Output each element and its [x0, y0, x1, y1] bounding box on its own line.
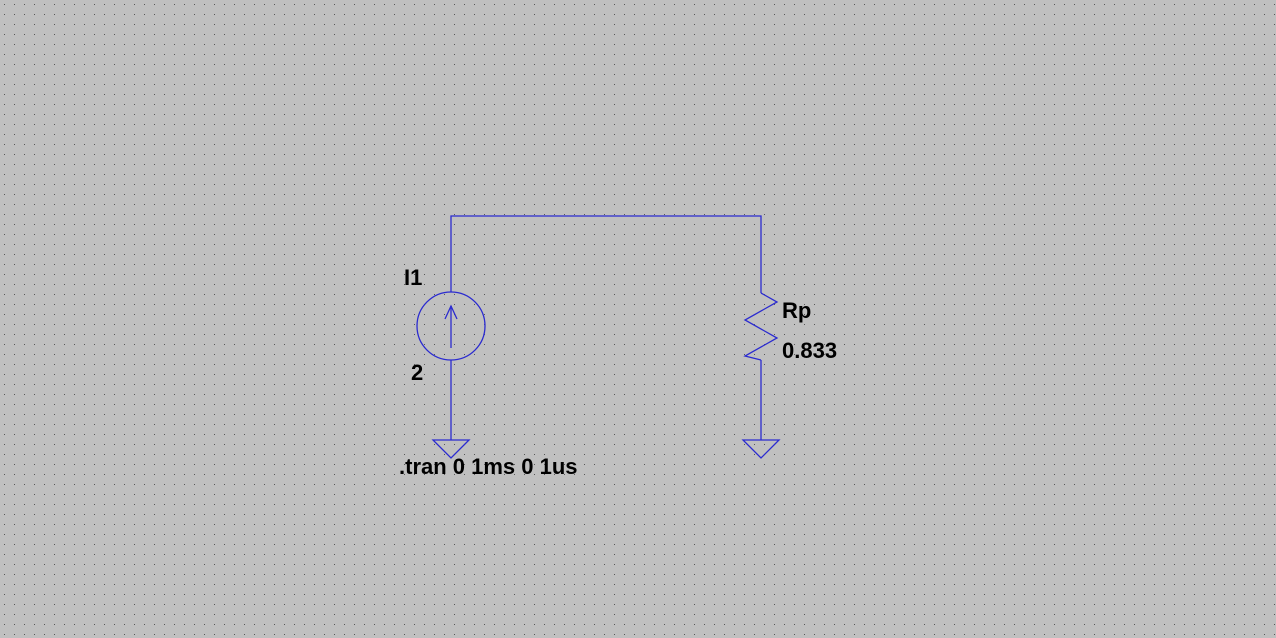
wire-top[interactable]	[450, 215, 762, 293]
spice-directive[interactable]: .tran 0 1ms 0 1us	[399, 454, 578, 479]
ground-icon[interactable]	[431, 439, 471, 459]
resistor-name[interactable]: Rp	[782, 298, 811, 323]
resistor-icon[interactable]	[743, 292, 779, 361]
current-source-icon[interactable]	[416, 291, 486, 361]
ground-icon[interactable]	[741, 439, 781, 459]
current-source-value[interactable]: 2	[411, 360, 423, 385]
current-source-name[interactable]: I1	[404, 265, 422, 290]
resistor-value[interactable]: 0.833	[782, 338, 837, 363]
